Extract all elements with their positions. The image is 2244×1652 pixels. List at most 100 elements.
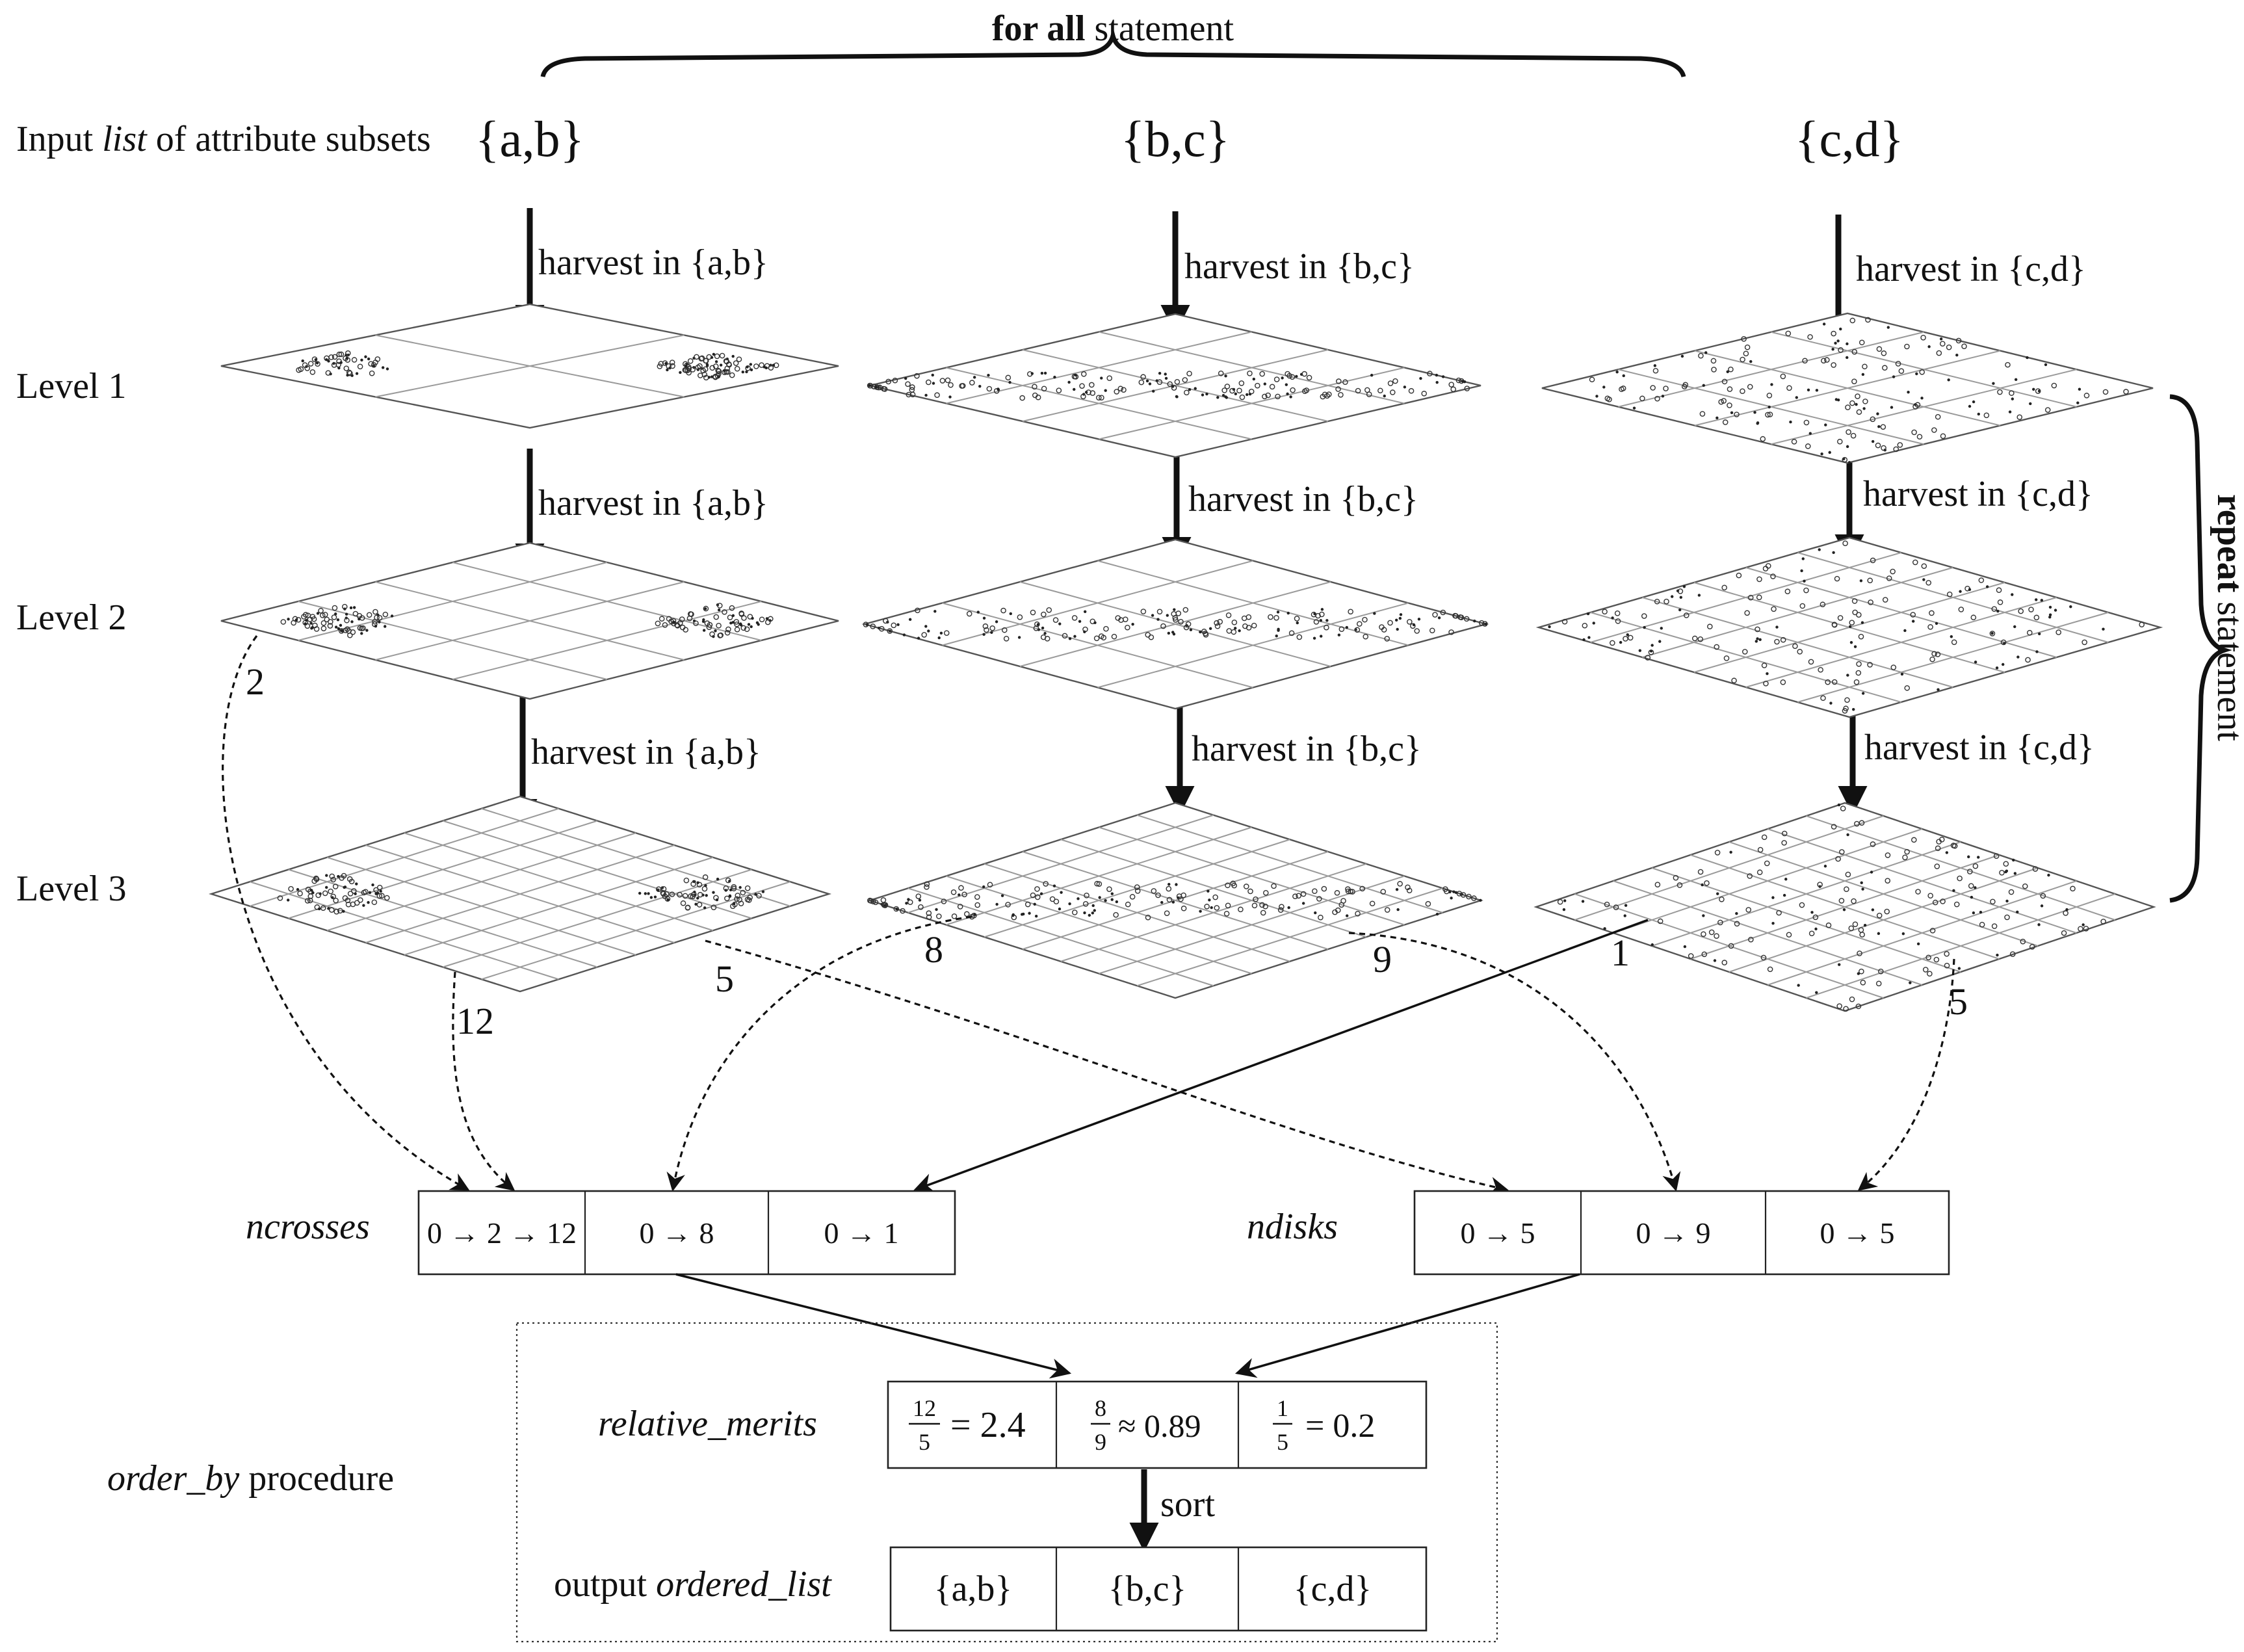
grid-point bbox=[2020, 938, 2026, 945]
grid-point bbox=[360, 358, 363, 362]
grid-point bbox=[1335, 386, 1341, 392]
grid-point bbox=[382, 611, 389, 618]
grid-point bbox=[1098, 896, 1101, 899]
grid-point bbox=[312, 622, 318, 629]
grid-point bbox=[1654, 598, 1660, 605]
grid-point bbox=[1859, 339, 1865, 346]
grid-point bbox=[900, 908, 906, 914]
grid-point bbox=[984, 627, 989, 633]
grid-point bbox=[704, 607, 707, 610]
grid-point bbox=[1345, 886, 1351, 892]
grid-point bbox=[1024, 901, 1031, 908]
grid-point bbox=[1548, 625, 1551, 629]
grid-point bbox=[982, 885, 985, 889]
grid-point bbox=[914, 373, 920, 379]
grid-point bbox=[1770, 383, 1773, 386]
grid-point bbox=[1831, 330, 1836, 337]
ndisks-label: ndisks bbox=[1247, 1207, 1338, 1247]
grid-point bbox=[385, 367, 389, 371]
grid-point bbox=[2037, 923, 2041, 926]
grid-point bbox=[1756, 422, 1759, 425]
grid-point bbox=[1935, 622, 1938, 625]
grid-point bbox=[696, 882, 703, 888]
grid-point bbox=[1032, 392, 1038, 399]
level-2-label: Level 2 bbox=[16, 597, 126, 638]
grid-point bbox=[1697, 636, 1704, 642]
grid-line bbox=[404, 856, 714, 956]
grid-point bbox=[1838, 347, 1844, 353]
grid-point bbox=[909, 387, 915, 393]
grid-point bbox=[1837, 438, 1843, 445]
grid-bc-level-2 bbox=[861, 538, 1489, 710]
grid-point bbox=[1916, 942, 1920, 946]
grid-point bbox=[346, 876, 353, 882]
grid-point bbox=[292, 616, 298, 622]
grid-point bbox=[744, 885, 751, 891]
grid-point bbox=[1859, 579, 1863, 583]
grid-point bbox=[1134, 888, 1141, 894]
merit-2-value: ≈ 0.89 bbox=[1118, 1408, 1201, 1444]
ncrosses-cell-3: 0 → 1 bbox=[824, 1216, 899, 1250]
grid-point bbox=[322, 612, 328, 618]
grid-point bbox=[1236, 387, 1242, 394]
grid-point bbox=[1844, 697, 1850, 703]
grid-point bbox=[345, 350, 351, 356]
grid-point bbox=[1158, 372, 1162, 375]
grid-point bbox=[1125, 901, 1131, 908]
grid-point bbox=[309, 622, 313, 625]
grid-point bbox=[1093, 909, 1096, 912]
grid-point bbox=[2009, 951, 2016, 957]
grid-point bbox=[1397, 881, 1403, 887]
grid-point bbox=[1726, 370, 1729, 373]
grid-point bbox=[1803, 579, 1806, 583]
grid-point bbox=[1846, 674, 1849, 677]
grid-point bbox=[768, 365, 774, 371]
grid-point bbox=[1164, 376, 1168, 380]
grid-point bbox=[1701, 931, 1706, 937]
grid-point bbox=[1639, 395, 1645, 402]
grid-point bbox=[1743, 350, 1749, 357]
grid-point bbox=[948, 382, 954, 388]
grid-point bbox=[1838, 963, 1841, 966]
flow-ab-l3-to-ndisks bbox=[705, 939, 1509, 1196]
grid-line bbox=[946, 875, 1252, 975]
grid-point bbox=[355, 372, 359, 375]
grid-point bbox=[1078, 620, 1082, 623]
grid-point bbox=[669, 891, 675, 897]
grid-point bbox=[1194, 387, 1197, 390]
grid-point bbox=[936, 913, 942, 919]
grid-point bbox=[710, 375, 714, 378]
grid-point bbox=[1849, 400, 1855, 406]
grid-point bbox=[1058, 622, 1062, 625]
grid-point bbox=[2013, 872, 2017, 875]
grid-point bbox=[1842, 456, 1848, 463]
grid-point bbox=[1269, 384, 1275, 390]
grid-point bbox=[1955, 354, 1959, 357]
grid-point bbox=[1263, 382, 1267, 386]
grid-point bbox=[1825, 922, 1832, 928]
grid-point bbox=[1178, 619, 1184, 625]
grid-point bbox=[1221, 393, 1225, 397]
grid-point bbox=[1205, 392, 1208, 396]
grid-point bbox=[1623, 914, 1626, 917]
grid-point bbox=[1172, 633, 1176, 636]
grid-point bbox=[934, 392, 940, 399]
grid-point bbox=[937, 636, 941, 640]
grid-point bbox=[1727, 386, 1733, 392]
grid-point bbox=[1259, 902, 1265, 908]
grid-point bbox=[1897, 442, 1903, 448]
grid-point bbox=[714, 360, 718, 363]
grid-point bbox=[1970, 614, 1977, 621]
grid-point bbox=[1892, 375, 1896, 378]
grid-point bbox=[1821, 358, 1827, 364]
grid-point bbox=[712, 352, 716, 356]
grid-point bbox=[1818, 666, 1823, 673]
grid-point bbox=[997, 387, 1000, 391]
grid-line bbox=[250, 881, 559, 980]
grid-point bbox=[1005, 902, 1011, 908]
grid-point bbox=[1395, 887, 1399, 891]
grid-point bbox=[764, 619, 771, 625]
grid-point bbox=[343, 885, 347, 889]
grid-point bbox=[1079, 383, 1085, 389]
harvest-label-ab-1: harvest in {a,b} bbox=[538, 243, 768, 283]
